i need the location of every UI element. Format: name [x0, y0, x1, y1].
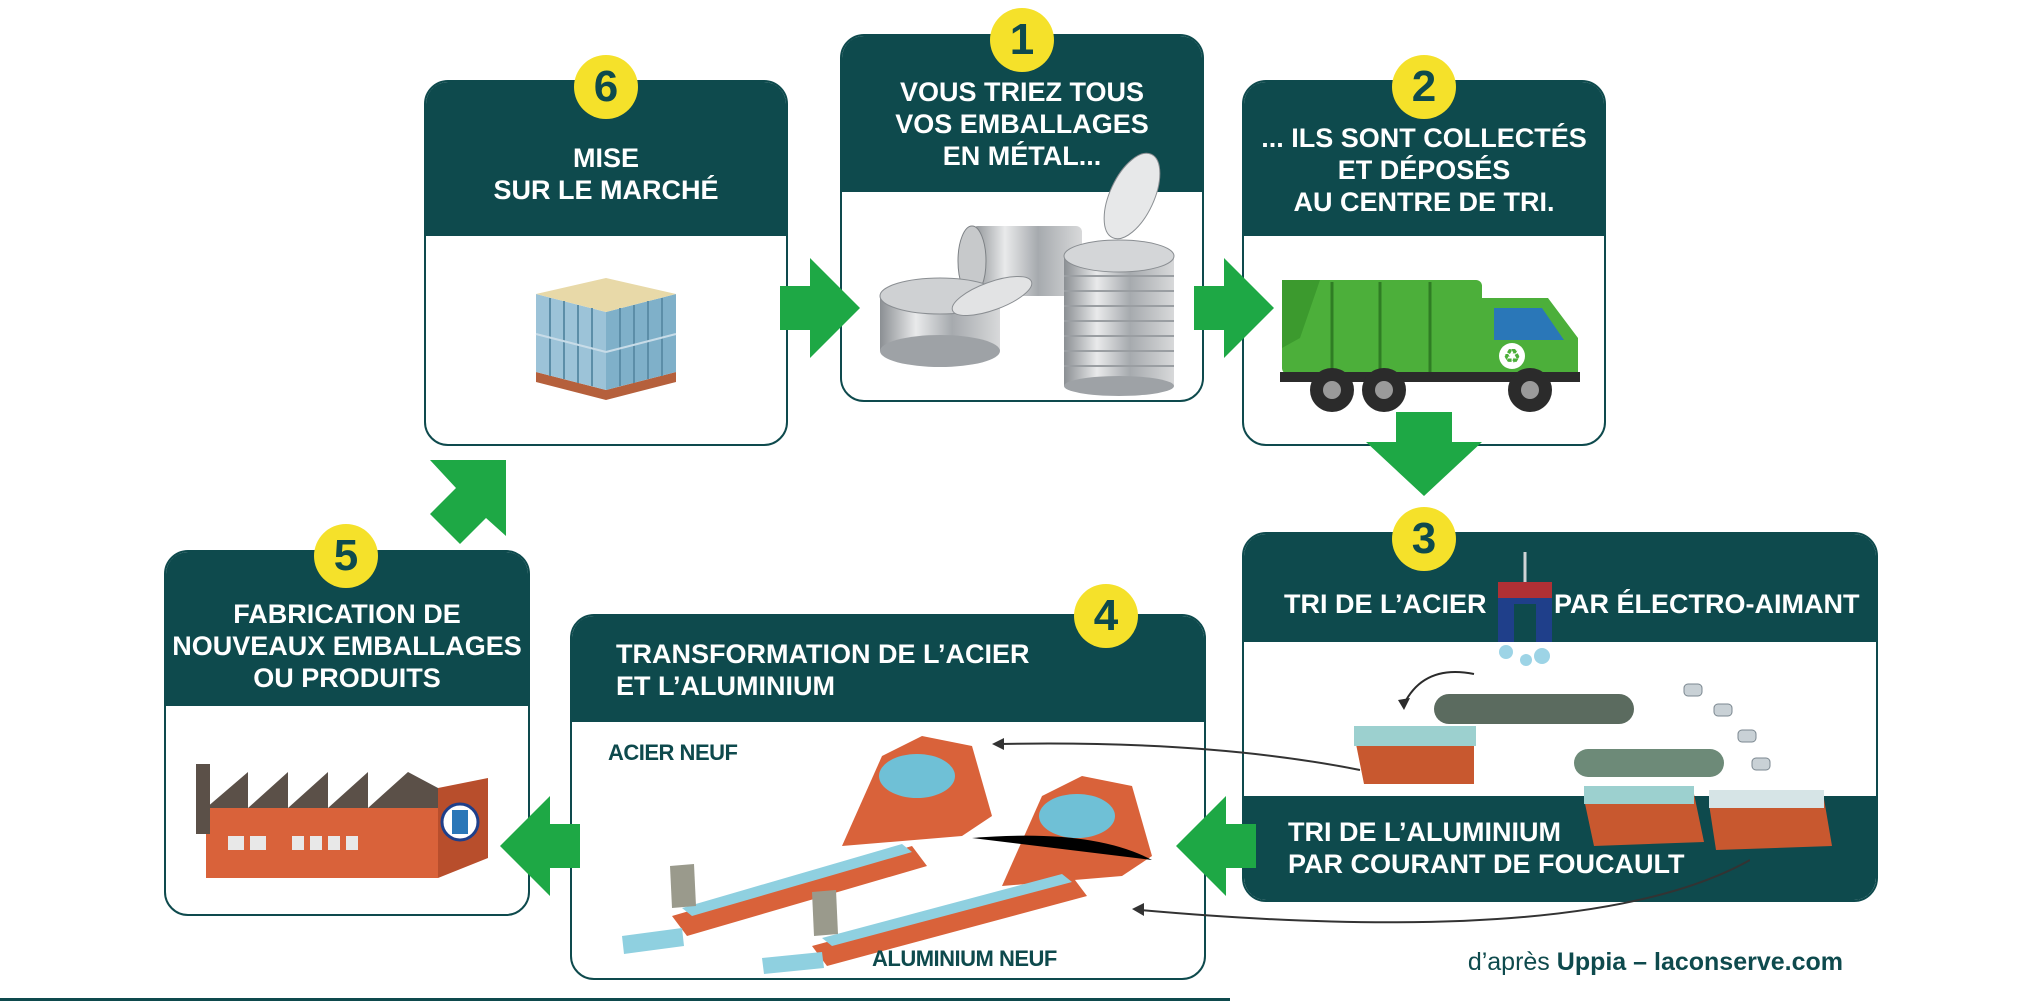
step-4-card: TRANSFORMATION DE L’ACIER ET L’ALUMINIUM…	[570, 614, 1206, 980]
step-2-line-2: ET DÉPOSÉS	[1337, 155, 1511, 185]
step-3-title-left: TRI DE L’ACIER	[1284, 589, 1487, 619]
electromagnet-icon	[1498, 552, 1552, 666]
step-2-line-3: AU CENTRE DE TRI.	[1293, 187, 1555, 217]
step-5-line-2: NOUVEAUX EMBALLAGES	[172, 631, 522, 661]
connector-arrows	[992, 738, 1750, 924]
step-2-badge: 2	[1392, 55, 1456, 119]
step-6-card: MISE SUR LE MARCHÉ	[424, 80, 788, 446]
step-4-label-top: ACIER NEUF	[608, 740, 738, 765]
furnace-icon	[622, 736, 1152, 974]
pallet-icon	[535, 278, 677, 400]
step-5-badge: 5	[314, 524, 378, 588]
arrow-4-to-5	[500, 796, 580, 896]
arrow-1-to-2	[1194, 258, 1274, 358]
recycle-icon: ♻	[1499, 343, 1525, 369]
step-1-card: VOUS TRIEZ TOUS VOS EMBALLAGES EN MÉTAL.…	[840, 34, 1204, 402]
conveyor-icon	[1354, 671, 1832, 850]
step-5-line-3: OU PRODUITS	[253, 663, 441, 693]
step-3-sub-line-2: PAR COURANT DE FOUCAULT	[1288, 849, 1685, 879]
svg-text:♻: ♻	[1503, 344, 1521, 368]
step-4-line-2: ET L’ALUMINIUM	[616, 671, 835, 701]
step-4-header: TRANSFORMATION DE L’ACIER ET L’ALUMINIUM	[572, 616, 1204, 722]
step-1-badge: 1	[990, 8, 1054, 72]
cans-icon	[879, 152, 1175, 396]
step-5-line-1: FABRICATION DE	[233, 599, 461, 629]
step-3-title-right: PAR ÉLECTRO-AIMANT	[1554, 589, 1860, 619]
arrow-2-to-3	[1366, 412, 1482, 496]
step-2-line-1: ... ILS SONT COLLECTÉS	[1261, 123, 1587, 153]
arrow-5-to-6	[430, 460, 506, 544]
arrow-3-to-4	[1176, 796, 1256, 896]
step-3-sub-line-1: TRI DE L’ALUMINIUM	[1288, 817, 1561, 847]
step-1-line-2: VOS EMBALLAGES	[895, 109, 1149, 139]
credit-prefix: d’après	[1467, 948, 1550, 976]
garbage-truck-icon: ♻	[1280, 280, 1580, 412]
step-4-line-1: TRANSFORMATION DE L’ACIER	[616, 639, 1030, 669]
step-4-badge: 4	[1074, 584, 1138, 648]
bottom-rule	[0, 998, 1230, 1001]
source-credit: d’après Uppia – laconserve.com	[1468, 948, 1843, 977]
step-5-card: FABRICATION DE NOUVEAUX EMBALLAGES OU PR…	[164, 550, 530, 916]
step-1-line-1: VOUS TRIEZ TOUS	[899, 77, 1145, 107]
step-3-card: TRI DE L’ACIER PAR ÉLECTRO-AIMANT TRI DE…	[1242, 532, 1878, 902]
step-6-line-2: SUR LE MARCHÉ	[493, 175, 719, 205]
step-6-badge: 6	[574, 55, 638, 119]
step-3-header: TRI DE L’ACIER PAR ÉLECTRO-AIMANT	[1244, 534, 1876, 642]
step-6-line-1: MISE	[572, 143, 639, 173]
factory-icon	[196, 764, 488, 878]
step-2-card: ... ILS SONT COLLECTÉS ET DÉPOSÉS AU CEN…	[1242, 80, 1606, 446]
arrow-6-to-1	[780, 258, 860, 358]
step-1-line-3: EN MÉTAL...	[942, 141, 1102, 171]
step-3-badge: 3	[1392, 507, 1456, 571]
credit-source: Uppia – laconserve.com	[1556, 948, 1843, 976]
step-4-label-bottom: ALUMINIUM NEUF	[872, 946, 1057, 971]
